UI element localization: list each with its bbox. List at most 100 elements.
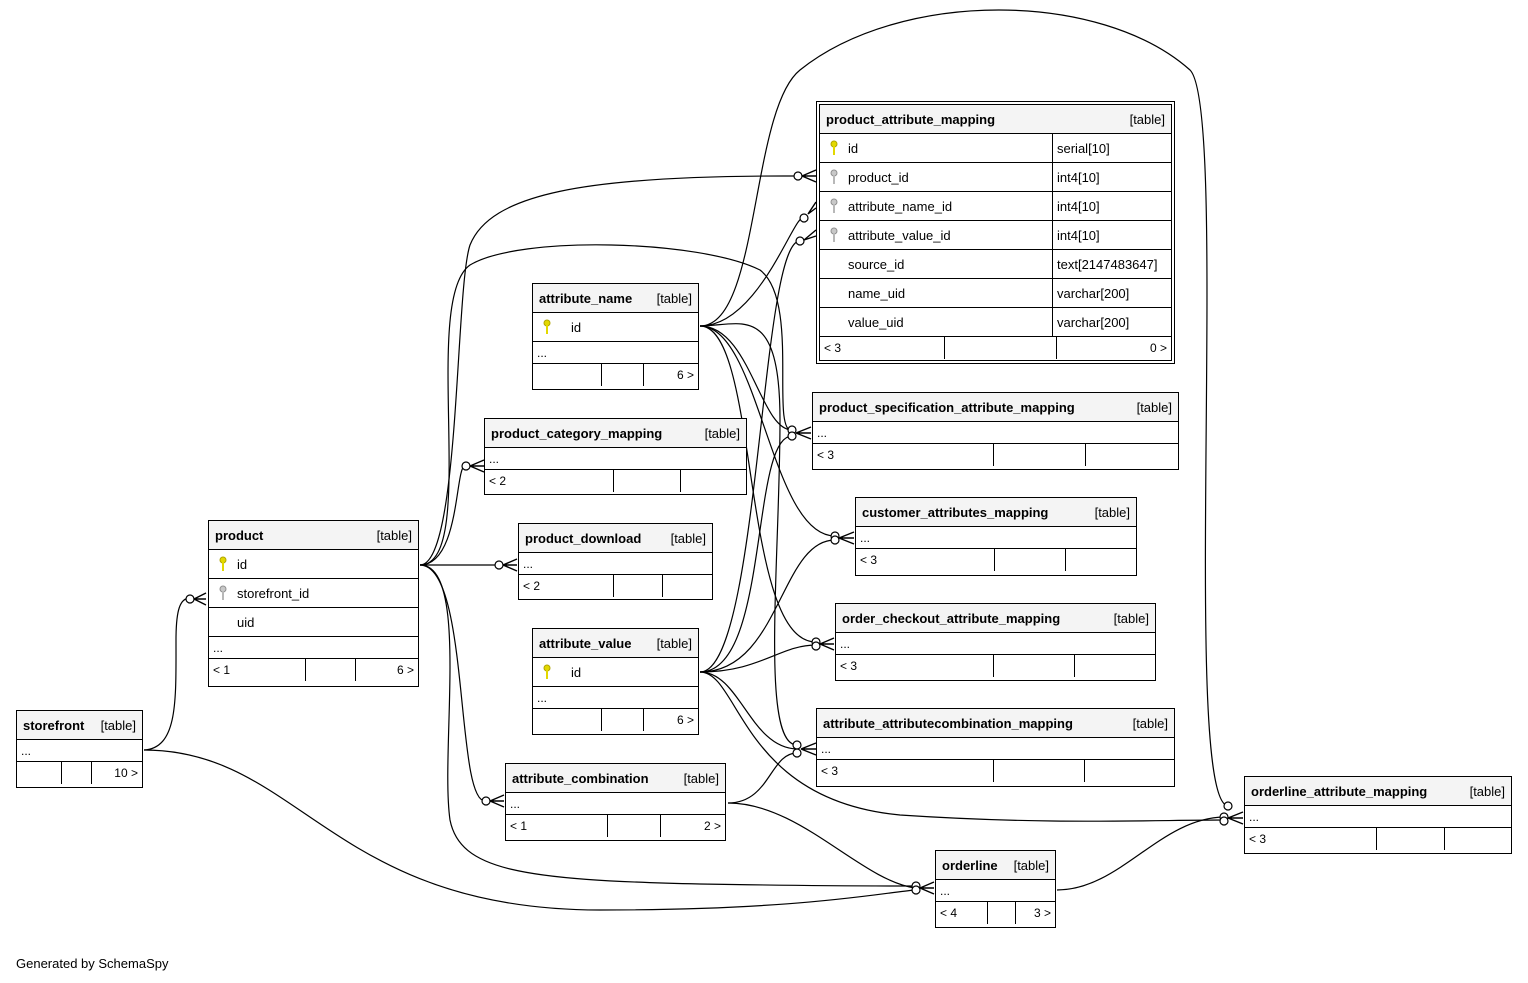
more-columns-ellipsis[interactable]: ...: [17, 740, 142, 762]
primary-key-icon: [539, 664, 559, 680]
table-header: orderline [table]: [936, 851, 1055, 880]
children-count[interactable]: 6 >: [396, 663, 414, 677]
column-name: attribute_value_id: [848, 227, 951, 243]
table-product_specification_attribute_mapping[interactable]: product_specification_attribute_mapping …: [812, 392, 1179, 470]
more-columns-ellipsis[interactable]: ...: [519, 553, 712, 575]
table-product_category_mapping[interactable]: product_category_mapping [table] ... < 2: [484, 418, 747, 495]
table-name: attribute_attributecombination_mapping: [823, 715, 1073, 731]
column-name: storefront_id: [237, 585, 310, 601]
edge-product-orderline: [419, 564, 916, 887]
column-type: varchar[200]: [1052, 279, 1171, 307]
parents-count[interactable]: < 3: [817, 760, 994, 782]
more-columns-ellipsis[interactable]: ...: [936, 880, 1055, 902]
more-columns-ellipsis[interactable]: ...: [533, 342, 698, 364]
table-product_attribute_mapping[interactable]: product_attribute_mapping [table] id ser…: [816, 101, 1175, 364]
more-columns-ellipsis[interactable]: ...: [485, 448, 746, 470]
column-row[interactable]: uid: [209, 608, 418, 637]
children-count[interactable]: 10 >: [114, 766, 138, 780]
column-name: id: [237, 556, 248, 572]
more-columns-ellipsis[interactable]: ...: [813, 422, 1178, 444]
column-type: text[2147483647]: [1052, 250, 1171, 278]
table-attribute_attributecombination_mapping[interactable]: attribute_attributecombination_mapping […: [816, 708, 1175, 787]
more-columns-ellipsis[interactable]: ...: [209, 637, 418, 659]
table-order_checkout_attribute_mapping[interactable]: order_checkout_attribute_mapping [table]…: [835, 603, 1156, 681]
edge-an-psam: [699, 325, 793, 431]
more-columns-ellipsis[interactable]: ...: [1245, 806, 1511, 828]
table-name: orderline_attribute_mapping: [1251, 783, 1428, 799]
parents-count[interactable]: < 4: [936, 902, 988, 924]
table-orderline[interactable]: orderline [table] ... < 4 3 >: [935, 850, 1056, 928]
primary-key-icon: [539, 319, 559, 335]
column-row[interactable]: id serial[10]: [820, 134, 1171, 163]
table-type: [table]: [1113, 610, 1149, 626]
table-header: storefront [table]: [17, 711, 142, 740]
column-row[interactable]: value_uid varchar[200]: [820, 308, 1171, 337]
parents-count[interactable]: < 2: [519, 575, 614, 597]
table-header: product_specification_attribute_mapping …: [813, 393, 1178, 422]
primary-key-icon: [215, 556, 235, 572]
table-orderline_attribute_mapping[interactable]: orderline_attribute_mapping [table] ... …: [1244, 776, 1512, 854]
table-customer_attributes_mapping[interactable]: customer_attributes_mapping [table] ... …: [855, 497, 1137, 576]
column-row[interactable]: id: [533, 658, 698, 687]
table-storefront[interactable]: storefront [table] ... 10 >: [16, 710, 143, 788]
table-type: [table]: [1129, 111, 1165, 127]
foreign-key-icon: [826, 227, 846, 243]
table-name: product_specification_attribute_mapping: [819, 399, 1075, 415]
table-footer: < 3: [1245, 828, 1511, 850]
parents-count[interactable]: < 1: [506, 815, 608, 837]
children-count[interactable]: 6 >: [676, 368, 694, 382]
parents-count[interactable]: < 3: [856, 549, 995, 571]
table-name: product_category_mapping: [491, 425, 663, 441]
children-count[interactable]: 6 >: [676, 713, 694, 727]
column-name: id: [571, 319, 582, 335]
column-row[interactable]: attribute_value_id int4[10]: [820, 221, 1171, 250]
table-attribute_combination[interactable]: attribute_combination [table] ... < 1 2 …: [505, 763, 726, 841]
parents-count[interactable]: < 3: [1245, 828, 1377, 850]
table-product_download[interactable]: product_download [table] ... < 2: [518, 523, 713, 600]
parents-count[interactable]: < 2: [485, 470, 614, 492]
table-name: orderline: [942, 857, 998, 873]
edge-storefront-orderline: [143, 749, 916, 911]
parents-count[interactable]: < 3: [836, 655, 994, 677]
edge-product-psam: [419, 244, 793, 566]
table-type: [table]: [100, 717, 136, 733]
table-name: order_checkout_attribute_mapping: [842, 610, 1061, 626]
more-columns-ellipsis[interactable]: ...: [817, 738, 1174, 760]
parents-count[interactable]: < 1: [209, 659, 306, 681]
more-columns-ellipsis[interactable]: ...: [506, 793, 725, 815]
more-columns-ellipsis[interactable]: ...: [836, 633, 1155, 655]
column-row[interactable]: id: [533, 313, 698, 342]
edge-storefront-product: [143, 597, 191, 751]
table-header: product [table]: [209, 521, 418, 550]
edge-product-pcm: [419, 465, 466, 566]
column-row[interactable]: product_id int4[10]: [820, 163, 1171, 192]
parents-count[interactable]: < 3: [813, 444, 994, 466]
edge-av-cam: [699, 539, 836, 673]
column-name: attribute_name_id: [848, 198, 953, 214]
more-columns-ellipsis[interactable]: ...: [533, 687, 698, 709]
table-name: customer_attributes_mapping: [862, 504, 1049, 520]
column-row[interactable]: id: [209, 550, 418, 579]
children-count[interactable]: 3 >: [1033, 906, 1051, 920]
column-row[interactable]: name_uid varchar[200]: [820, 279, 1171, 308]
edge-product-pam: [419, 175, 799, 566]
column-name: value_uid: [848, 314, 904, 330]
column-row[interactable]: attribute_name_id int4[10]: [820, 192, 1171, 221]
edge-av-aacm: [699, 671, 798, 750]
children-count[interactable]: 2 >: [703, 819, 721, 833]
column-row[interactable]: source_id text[2147483647]: [820, 250, 1171, 279]
table-product[interactable]: product [table] id storefront_id uid ...…: [208, 520, 419, 687]
column-name: source_id: [848, 256, 905, 272]
table-footer: < 2: [519, 575, 712, 597]
table-type: [table]: [704, 425, 740, 441]
edge-av-psam: [699, 435, 793, 673]
parents-count[interactable]: < 3: [820, 337, 945, 359]
table-type: [table]: [1136, 399, 1172, 415]
children-count[interactable]: 0 >: [1149, 341, 1167, 355]
table-attribute_name[interactable]: attribute_name [table] id ... 6 >: [532, 283, 699, 390]
table-header: product_download [table]: [519, 524, 712, 553]
table-attribute_value[interactable]: attribute_value [table] id ... 6 >: [532, 628, 699, 735]
more-columns-ellipsis[interactable]: ...: [856, 527, 1136, 549]
column-row[interactable]: storefront_id: [209, 579, 418, 608]
table-type: [table]: [1094, 504, 1130, 520]
